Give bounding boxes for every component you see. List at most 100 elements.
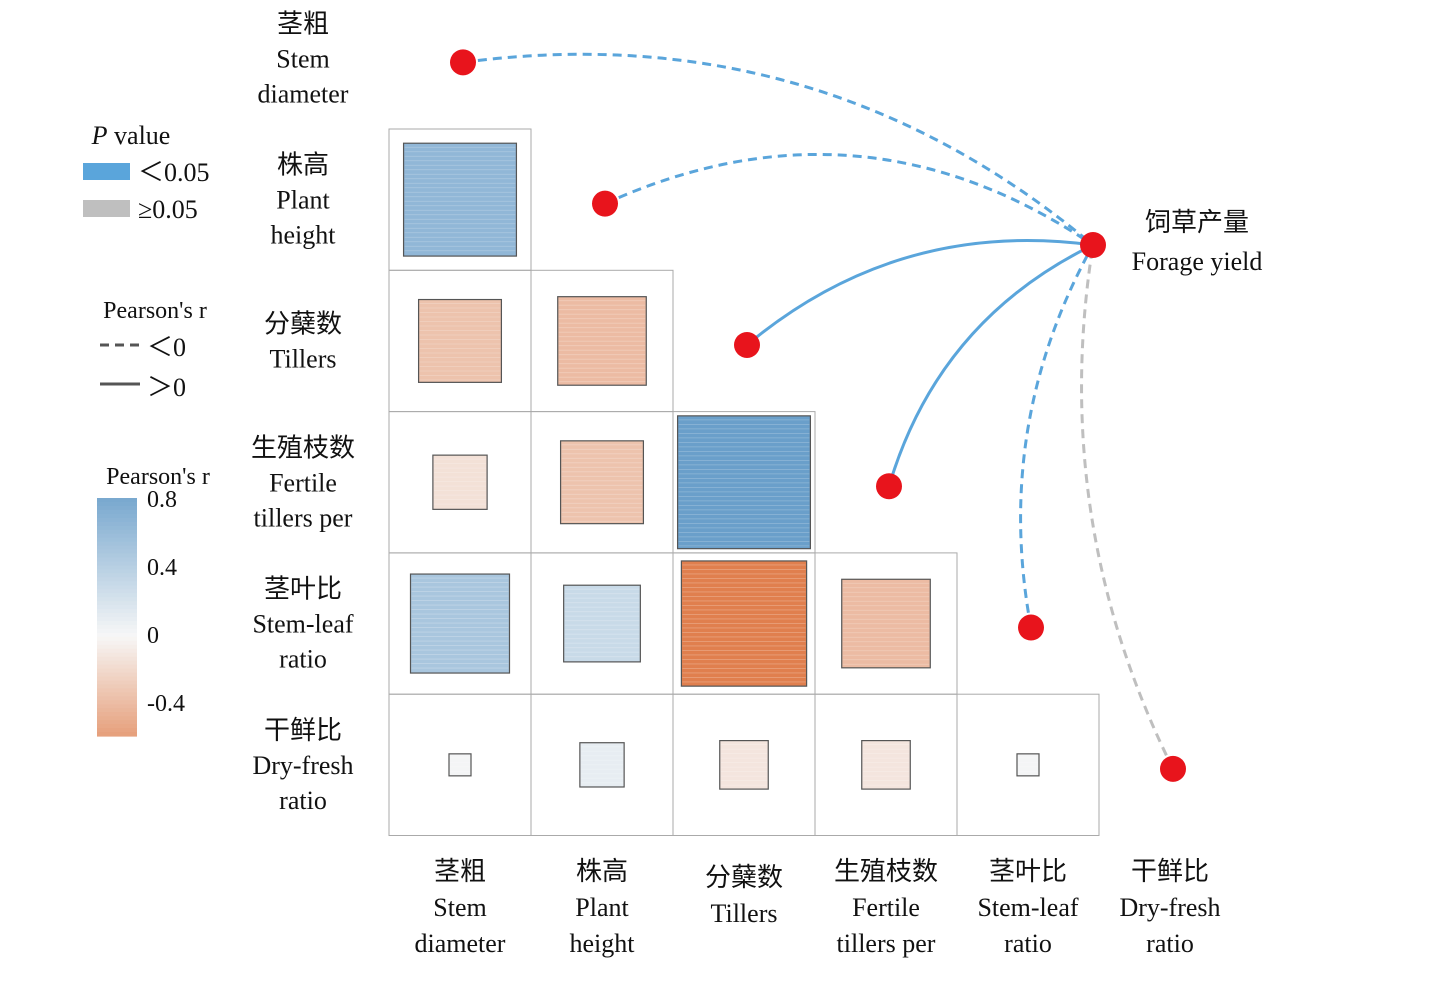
- variable-node: [734, 331, 760, 358]
- column-label-line: Stem: [433, 893, 486, 922]
- colorbar-segment: [97, 636, 137, 642]
- colorbar-segment: [97, 601, 137, 606]
- link-line: [1019, 244, 1095, 628]
- colorbar-segment: [97, 549, 137, 555]
- colorbar-segment: [97, 684, 137, 689]
- colorbar-segment: [97, 712, 137, 717]
- correlation-square: [448, 753, 472, 777]
- link-line: [1080, 244, 1175, 770]
- target-label-zh: 饲草产量: [1145, 208, 1249, 237]
- p-value-legend-title-rest: value: [108, 121, 171, 150]
- correlation-square-fill: [432, 454, 488, 510]
- row-label-line: 干鲜比: [264, 716, 342, 745]
- row-label-line: Plant: [276, 186, 330, 215]
- grid-cell: [956, 693, 1100, 837]
- column-label-line: Tillers: [711, 899, 778, 928]
- column-label-line: Fertile: [852, 893, 920, 922]
- correlation-square: [432, 454, 488, 510]
- column-label-line: 茎粗: [434, 857, 486, 886]
- column-label-line: 生殖枝数: [834, 857, 938, 886]
- column-label-line: height: [570, 929, 636, 958]
- heatmap-cells: [402, 142, 1040, 790]
- p-value-label-ns: ≥0.05: [138, 195, 198, 224]
- colorbar-segment: [97, 553, 137, 559]
- colorbar-segment: [97, 569, 137, 574]
- colorbar-segment: [97, 700, 137, 705]
- colorbar-segment: [97, 640, 137, 646]
- column-label-line: Plant: [575, 893, 629, 922]
- colorbar-segment: [97, 624, 137, 630]
- colorbar-tick-label: 0.8: [147, 487, 177, 513]
- row-label-line: 生殖枝数: [251, 433, 355, 462]
- row-label-line: 株高: [277, 151, 329, 180]
- correlation-square: [402, 142, 518, 257]
- variable-node: [450, 49, 476, 76]
- correlation-square: [409, 573, 511, 674]
- mantel-links: [462, 52, 1175, 770]
- correlation-square: [719, 740, 769, 790]
- correlation-square: [1016, 753, 1040, 777]
- colorbar-segment: [97, 724, 137, 729]
- variable-node: [1160, 755, 1186, 782]
- target-node: [1080, 232, 1106, 258]
- variable-nodes: [450, 49, 1186, 782]
- colorbar-segment: [97, 628, 137, 634]
- colorbar-segment: [97, 676, 137, 682]
- p-value-legend-title-italic: P: [91, 121, 108, 150]
- colorbar-segment: [97, 513, 137, 519]
- colorbar-segment: [97, 680, 137, 686]
- correlation-square: [557, 296, 647, 386]
- colorbar-segment: [97, 632, 137, 638]
- colorbar-segment: [97, 541, 137, 547]
- colorbar-segment: [97, 656, 137, 662]
- link-line: [462, 52, 1094, 247]
- colorbar-segment: [97, 581, 137, 586]
- row-label-line: height: [271, 221, 337, 250]
- colorbar-title: Pearson's r: [106, 464, 210, 490]
- row-label-line: Stem-leaf: [252, 610, 353, 639]
- correlation-square: [861, 740, 911, 790]
- correlation-square: [579, 742, 625, 788]
- colorbar-segment: [97, 565, 137, 570]
- p-value-swatch-significant: [83, 163, 130, 180]
- r-line-label-positive: ＞0: [147, 373, 186, 402]
- column-label-line: Stem-leaf: [977, 893, 1078, 922]
- correlation-square: [563, 584, 641, 663]
- colorbar-segment: [97, 732, 137, 737]
- correlation-square-fill: [719, 740, 769, 790]
- colorbar-segment: [97, 525, 137, 531]
- row-label-line: Dry-fresh: [252, 751, 353, 780]
- colorbar-segment: [97, 561, 137, 567]
- colorbar-segment: [97, 728, 137, 733]
- colorbar-segment: [97, 521, 137, 527]
- link-line: [604, 152, 1094, 247]
- colorbar-segment: [97, 609, 137, 614]
- colorbar-segment: [97, 716, 137, 721]
- column-label-line: ratio: [1146, 929, 1194, 958]
- link-line: [746, 239, 1094, 347]
- correlation-square-fill: [563, 584, 641, 663]
- correlation-square-fill: [557, 296, 647, 386]
- variable-node: [1018, 614, 1044, 641]
- colorbar-segment: [97, 704, 137, 709]
- colorbar-segment: [97, 557, 137, 563]
- colorbar-segment: [97, 644, 137, 650]
- colorbar-segment: [97, 613, 137, 618]
- colorbar-segment: [97, 660, 137, 666]
- heatmap-grid: [388, 128, 1100, 837]
- column-label-line: 分蘖数: [705, 863, 783, 892]
- colorbar-segment: [97, 577, 137, 582]
- correlation-square-fill: [409, 573, 511, 674]
- column-label-line: 茎叶比: [989, 857, 1067, 886]
